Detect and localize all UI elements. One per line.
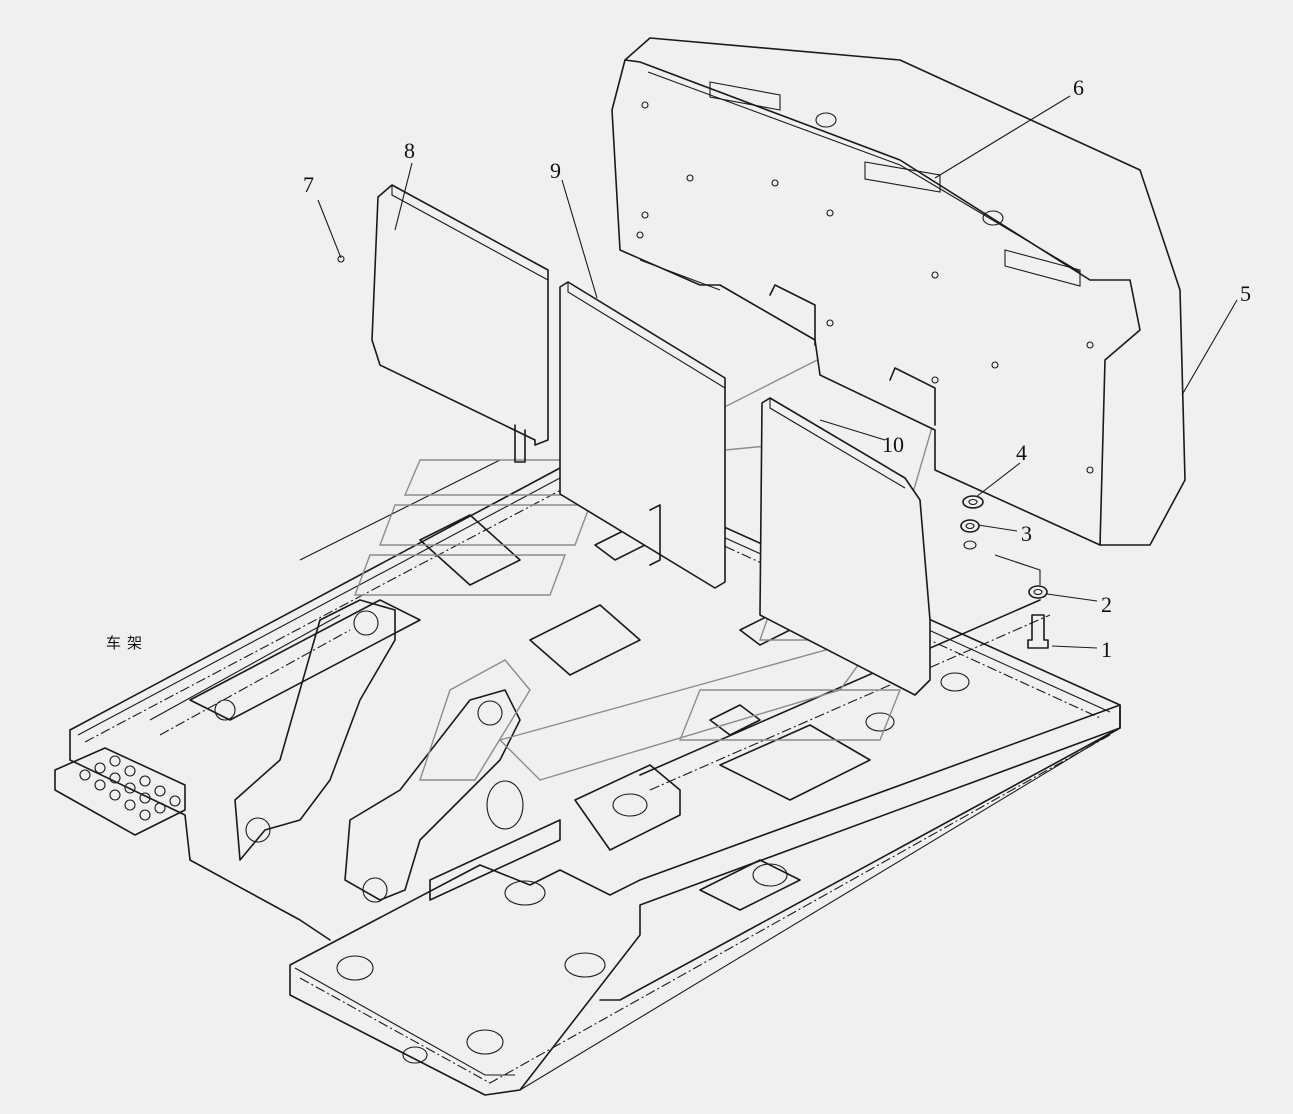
- leader-lines: [317, 95, 1238, 649]
- frame-assembly: [54, 459, 1121, 1096]
- step-holes: [79, 755, 181, 821]
- callout-labels: 1 2 3 4 5 6 7 8 9 10: [303, 75, 1251, 662]
- frame-rear-slab: [289, 704, 1121, 1096]
- counterweight: [611, 37, 1186, 546]
- callout-1: 1: [1101, 637, 1112, 662]
- callout-6: 6: [1073, 75, 1084, 100]
- counterweight-studs: [636, 101, 1094, 474]
- boom-bracket-left: [234, 599, 396, 861]
- boom-bracket-right: [344, 689, 521, 901]
- washer-2: [1028, 585, 1048, 599]
- weight-plate-10: [759, 397, 931, 696]
- callout-8: 8: [404, 138, 415, 163]
- callout-5: 5: [1240, 281, 1251, 306]
- fastener-stack: [960, 495, 1049, 649]
- callout-9: 9: [550, 158, 561, 183]
- callout-3: 3: [1021, 521, 1032, 546]
- bolt-1: [1027, 614, 1049, 649]
- weight-plate-8: [371, 184, 549, 446]
- frame-left-rail: [69, 459, 1121, 1001]
- callout-4: 4: [1016, 440, 1027, 465]
- callout-7: 7: [303, 172, 314, 197]
- frame-label: 车架: [106, 634, 148, 652]
- step-plate: [54, 747, 186, 836]
- callout-2: 2: [1101, 592, 1112, 617]
- callout-10: 10: [882, 432, 904, 457]
- washer-3: [960, 519, 980, 533]
- washer-4: [962, 495, 984, 509]
- weight-plate-9: [559, 281, 726, 589]
